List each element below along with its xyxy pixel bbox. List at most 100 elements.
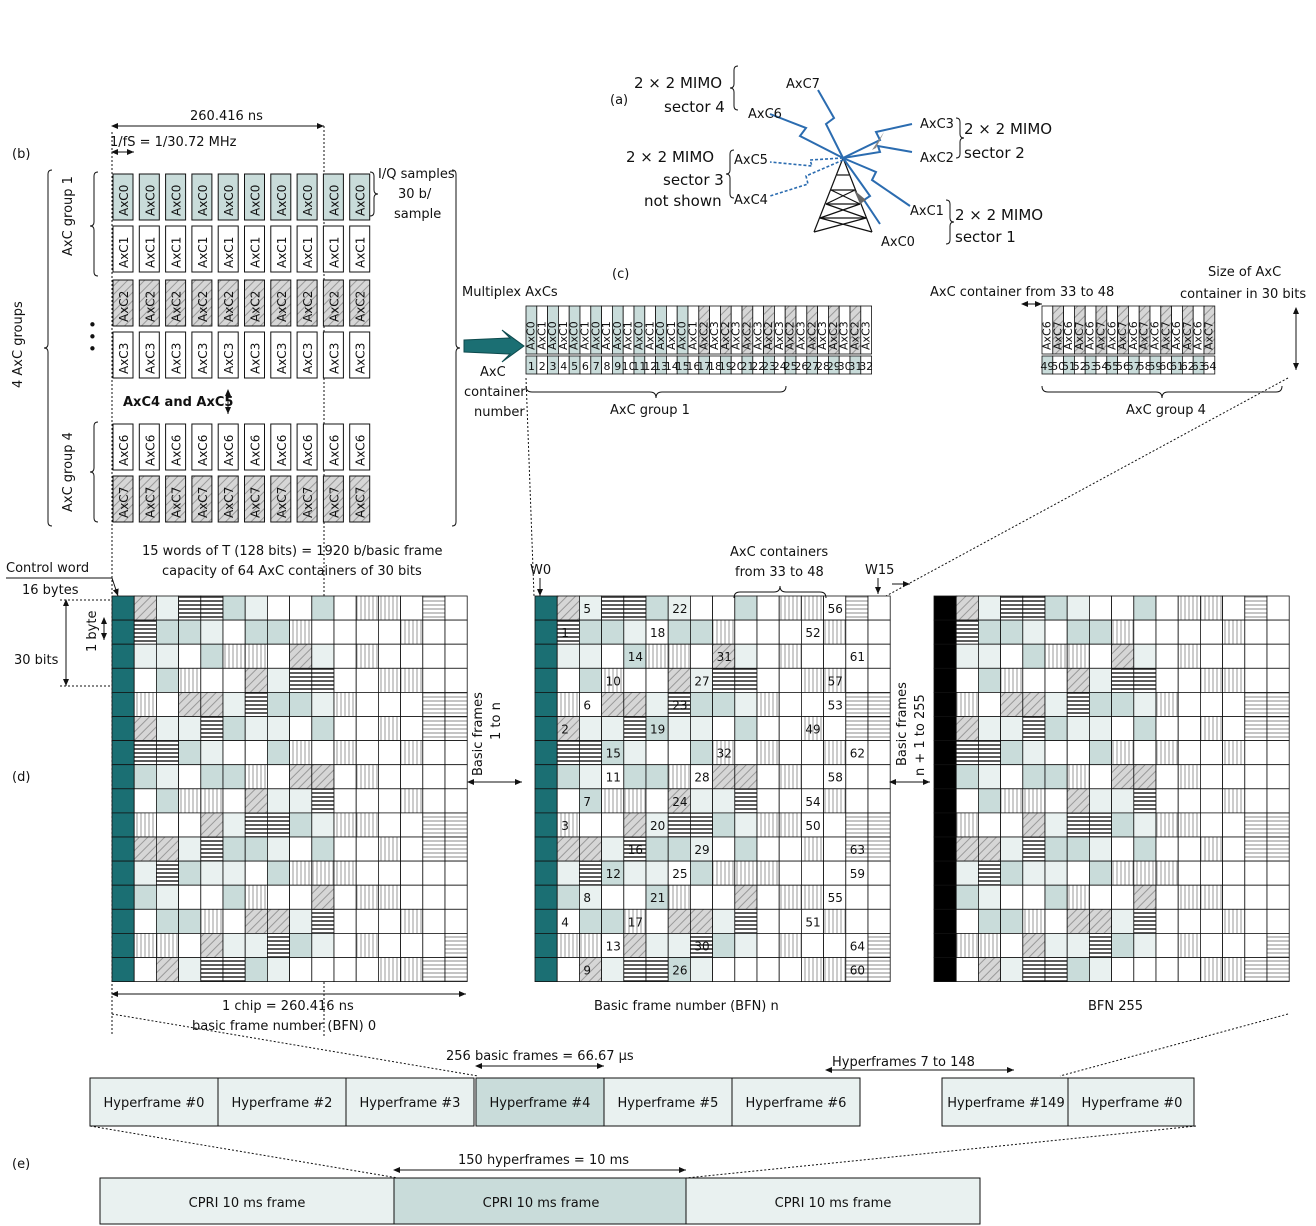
grid-cell [690,716,714,742]
container-number: 9 [614,360,621,373]
container-label: AxC3 [838,321,851,350]
grid-cell [1089,957,1113,983]
grid-number: 5 [583,602,591,616]
hyperframe-label: Hyperframe #4 [490,1096,591,1111]
grid-cell [933,957,957,983]
grid-cell [400,957,424,983]
grid-cell [1200,788,1224,814]
grid-cell [933,692,957,717]
grid-cell [778,764,802,790]
grid-cell [111,740,135,766]
grid-cell [155,667,179,693]
sample-cell: AxC2 [296,279,318,327]
grid-cell [289,667,313,693]
grid-cell [1111,740,1135,766]
grid-cell [422,643,446,669]
grid-cell [778,933,802,958]
grid-cell [534,692,558,717]
grid-cell [222,836,246,862]
container-label: AxC3 [708,321,721,350]
grid-cell [1044,692,1068,717]
hyperframe-label: Hyperframe #0 [1082,1096,1183,1111]
grid-cell [534,933,558,958]
grid-cell [645,957,669,983]
grid-cell [355,860,379,886]
sample-cell: AxC7 [296,475,318,523]
sample-cell: AxC1 [349,225,371,273]
grid-cell [579,812,603,838]
hyperframe-row: 256 basic frames = 66.67 µs Hyperframes … [89,1049,1195,1127]
grid-cell [355,788,379,814]
mimo-sector1: 2 × 2 MIMO [955,206,1043,224]
container-label: AxC2 [849,321,862,350]
grid-cell [1244,740,1268,766]
grid-cell [311,764,335,790]
grid-cell [222,740,246,766]
cpri-row: 150 hyperframes = 10 ms CPRI 10 ms frame… [99,1153,981,1225]
grid-cell [1000,788,1024,814]
grid-cell [311,667,335,693]
grid-cell [1177,716,1201,742]
grid-cell [601,957,625,983]
grid-cell [1022,957,1046,983]
container-label: AxC1 [687,321,700,350]
grid-cell [690,860,714,886]
grid-cell [955,619,979,645]
sample-label: AxC0 [196,185,210,216]
grid-cell [422,836,446,862]
grid-cell [534,788,558,814]
grid-cell [355,716,379,742]
grid-cell [1089,764,1113,790]
grid-cell [266,908,290,934]
grid-cell [244,812,268,838]
grid-cell [178,764,202,790]
grid-cell [355,643,379,669]
container-number: 25 [784,360,798,373]
grid-cell [1200,667,1224,693]
grid-cell [955,957,979,983]
grid-cell [845,764,869,790]
grid-cell [712,836,736,862]
frames7-label: Hyperframes 7 to 148 [832,1055,975,1070]
sample-cell: AxC1 [191,225,213,273]
sample-cell: AxC3 [112,331,134,379]
grid-cell [556,957,580,983]
grid-number: 22 [672,602,687,616]
container-label: AxC6 [1084,321,1097,350]
size-label-2: container in 30 bits [1180,287,1306,302]
thirty-bits-label: 30 bits [14,653,59,668]
container-label: AxC1 [665,321,678,350]
grid-cell [556,667,580,693]
sector3-label: sector 3 [663,171,724,189]
grid-cell [355,884,379,910]
grid-cell [623,933,647,958]
grid-cell [377,716,401,742]
grid-cell [377,643,401,669]
label-d: (d) [12,770,30,785]
grid-cell [534,908,558,934]
grid-cell [311,619,335,645]
grid-cell [222,884,246,910]
grid-cell [778,788,802,814]
grid-cell [1044,667,1068,693]
grid-cell [556,643,580,669]
grid-cell [978,836,1002,862]
antenna-axc3: AxC3 [920,117,954,132]
grid-cell [111,836,135,862]
container-label: AxC7 [1051,321,1064,350]
grid-cell [111,716,135,742]
grid-cell [623,740,647,766]
antenna-axc0: AxC0 [881,235,915,250]
grid-cell [222,716,246,742]
grid-cell [1066,692,1090,717]
sample-label: AxC1 [249,237,263,268]
grid-cell [645,667,669,693]
grid-cell [422,788,446,814]
grid-cell [444,812,468,838]
container-number: 28 [816,360,830,373]
container-number: 55 [1105,360,1119,373]
grid-cell [1044,812,1068,838]
antenna-axc6: AxC6 [748,107,782,122]
grid-cell [444,957,468,983]
grid-cell [1022,667,1046,693]
